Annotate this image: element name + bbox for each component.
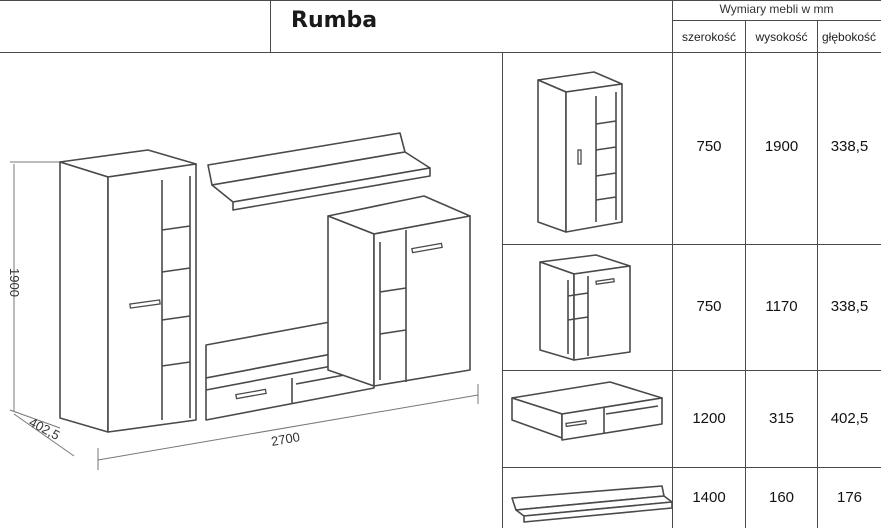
depth-dimension: 402,5 (13, 413, 75, 457)
wall-shelf-drawing (207, 132, 431, 211)
wall-shelf-width: 1400 (692, 489, 726, 506)
image-column-left-line (502, 52, 503, 528)
product-title: Rumba (291, 8, 378, 33)
wall-shelf-height: 160 (768, 489, 795, 506)
short-cabinet-width: 750 (696, 298, 722, 315)
table-left-line (672, 0, 673, 528)
row-line-2 (502, 370, 881, 371)
tall-cabinet-thumbnail (537, 71, 623, 233)
row-line-3 (502, 467, 881, 468)
height-dimension-label: 1900 (7, 268, 22, 297)
short-cabinet-drawing (327, 195, 471, 387)
wall-shelf-depth: 176 (836, 489, 863, 506)
top-border (0, 0, 881, 1)
header-sub-line (672, 20, 881, 21)
tall-cabinet-height: 1900 (764, 138, 799, 155)
col-divider-2 (817, 20, 818, 528)
tv-bench-thumbnail (511, 381, 663, 441)
tv-bench-width: 1200 (692, 410, 726, 427)
tall-cabinet-drawing (59, 149, 197, 433)
row-line-1 (502, 244, 881, 245)
tv-bench-height: 315 (768, 410, 795, 427)
height-dimension: 1900 (7, 161, 61, 429)
column-width-header: szerokość (681, 30, 737, 44)
short-cabinet-depth: 338,5 (830, 298, 869, 315)
col-divider-1 (745, 20, 746, 528)
width-dimension: 2700 (97, 384, 479, 470)
short-cabinet-thumbnail (539, 254, 631, 361)
depth-dimension-label: 402,5 (27, 414, 63, 443)
tall-cabinet-depth: 338,5 (830, 138, 869, 155)
title-row-bottom-line (0, 52, 881, 53)
short-cabinet-height: 1170 (765, 298, 798, 315)
column-depth-header: głębokość (822, 30, 877, 44)
tall-cabinet-width: 750 (696, 138, 722, 155)
column-height-header: wysokość (755, 30, 808, 44)
wall-shelf-thumbnail (511, 485, 673, 523)
tv-bench-depth: 402,5 (830, 410, 869, 427)
dimensions-header: Wymiary mebli w mm (719, 2, 834, 16)
width-dimension-label: 2700 (270, 429, 301, 449)
furniture-set-drawing: 1900 402,5 2700 (7, 132, 479, 470)
title-divider (270, 0, 271, 53)
